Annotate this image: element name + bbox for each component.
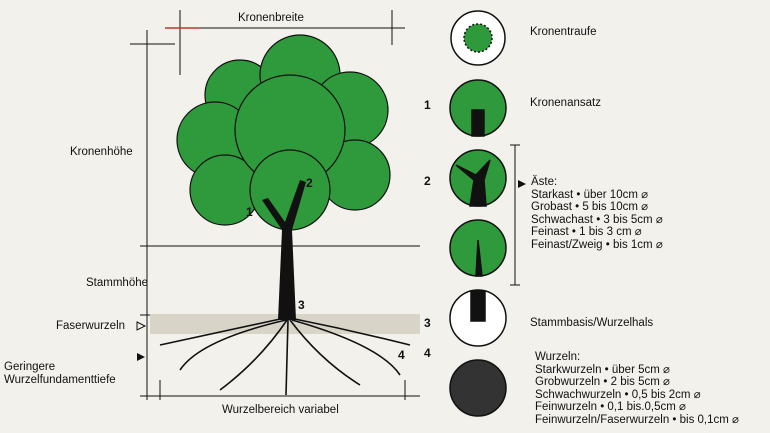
root-item: Schwachwurzeln • 0,5 bis 2cm ⌀ <box>535 388 701 401</box>
root-item: Grobwurzeln • 2 bis 5cm ⌀ <box>535 376 670 388</box>
trunk <box>262 180 306 320</box>
drip-line-label: Kronentraufe <box>530 26 597 38</box>
crown-height-label: Kronenhöhe <box>70 146 133 158</box>
root-item: Starkwurzeln • über 5cm ⌀ <box>535 363 670 376</box>
root-area-label: Wurzelbereich variabel <box>222 404 339 416</box>
detail-circles <box>449 10 507 417</box>
marker-2-tree: 2 <box>306 176 313 190</box>
marker-1-tree: 1 <box>246 205 253 219</box>
branch-item: Starkast • über 10cm ⌀ <box>531 188 649 201</box>
branch-item: Grobast • 5 bis 10cm ⌀ <box>531 201 649 213</box>
branch-title: Äste: <box>531 176 558 188</box>
root-depth-label: Geringere Wurzelfundamenttiefe <box>4 361 116 386</box>
root-classes: Wurzeln: Starkwurzeln • über 5cm ⌀ Grobw… <box>535 351 739 426</box>
marker-3-circle: 3 <box>424 316 431 330</box>
crown-width-label: Kronenbreite <box>238 12 304 24</box>
branch-item: Feinast/Zweig • bis 1cm ⌀ <box>531 238 663 251</box>
marker-3-tree: 3 <box>298 298 305 312</box>
branch-item: Schwachast • 3 bis 5cm ⌀ <box>531 213 663 226</box>
marker-4-tree: 4 <box>398 348 405 362</box>
trunk-height-label: Stammhöhe <box>86 277 149 289</box>
marker-2-circle: 2 <box>424 174 431 188</box>
branch-item: Feinast • 1 bis 3 cm ⌀ <box>531 226 642 238</box>
trunk-base-label: Stammbasis/Wurzelhals <box>530 317 654 329</box>
fibrous-roots-label: Faserwurzeln <box>56 320 126 332</box>
roots <box>159 317 411 396</box>
marker-4-circle: 4 <box>424 346 431 360</box>
root-title: Wurzeln: <box>535 351 581 363</box>
marker-1-circle: 1 <box>424 98 431 112</box>
root-item: Feinwurzeln/Faserwurzeln • bis 0,1cm ⌀ <box>535 413 739 426</box>
crown-base-label: Kronenansatz <box>530 97 601 109</box>
root-item: Feinwurzeln • 0,1 bis.0,5cm ⌀ <box>535 401 686 413</box>
tree-crown <box>176 34 391 231</box>
branch-classes: Äste: Starkast • über 10cm ⌀ Grobast • 5… <box>531 176 663 251</box>
